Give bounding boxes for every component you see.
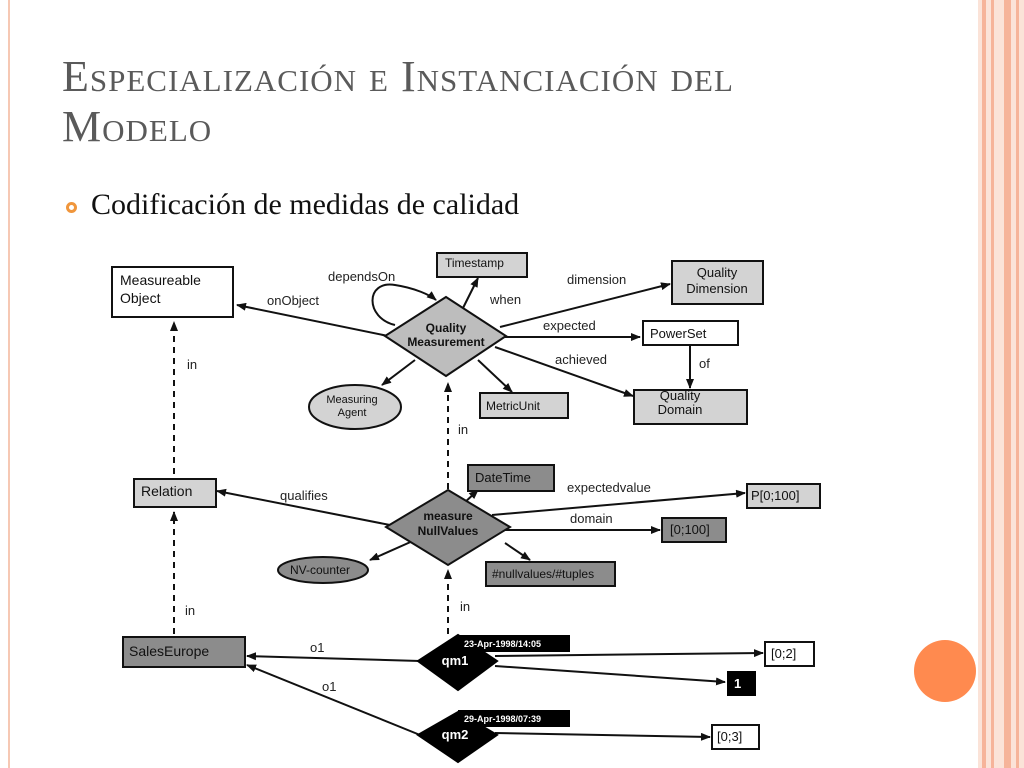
node-metric-unit-label: MetricUnit xyxy=(486,399,541,413)
node-measuring-agent-line2: Agent xyxy=(338,407,367,419)
node-powerset-label: PowerSet xyxy=(650,326,707,341)
node-relation-label: Relation xyxy=(141,483,192,499)
node-quality-measurement-line1: Quality xyxy=(426,321,467,335)
node-datetime: DateTime xyxy=(467,464,555,492)
bullet-item: Codificación de medidas de calidad xyxy=(66,188,519,222)
edge-nullvalues-tuples xyxy=(504,542,531,561)
edge-on-object xyxy=(236,302,389,337)
node-nv-counter: NV-counter xyxy=(277,556,369,584)
slide-title: Especialización e Instanciación del Mode… xyxy=(62,52,962,152)
node-qm2-label: qm2 xyxy=(442,727,469,742)
node-sales-europe-label: SalesEurope xyxy=(129,643,209,659)
edge-expectedvalue xyxy=(491,489,746,516)
node-quality-measurement-line2: Measurement xyxy=(407,335,484,349)
edge-depends-on xyxy=(371,283,437,326)
edge-metric-unit xyxy=(477,359,513,393)
node-measure-nullvalues-line1: measure xyxy=(423,509,473,523)
edge-qualifies xyxy=(216,488,391,526)
decor-left-line xyxy=(8,0,10,768)
label-dimension: dimension xyxy=(567,272,626,287)
edge-o1-top xyxy=(246,652,421,662)
node-qm1-timestamp-label: 23-Apr-1998/14:05 xyxy=(464,639,541,649)
node-p0100: P[0;100] xyxy=(746,483,821,509)
label-in-center-top: in xyxy=(458,422,468,437)
edge-nv-counter xyxy=(369,539,416,561)
node-range-0-100-label: [0;100] xyxy=(670,522,710,537)
decor-stripe-5 xyxy=(1016,0,1019,768)
edge-o1-bottom xyxy=(246,664,426,738)
slide-title-line2: Modelo xyxy=(62,102,213,151)
node-value-1: 1 xyxy=(727,671,756,696)
edge-when xyxy=(461,277,479,311)
node-range-0-2: [0;2] xyxy=(764,641,815,667)
label-of: of xyxy=(699,356,710,371)
edge-qm2-range xyxy=(494,732,711,741)
node-quality-domain-line1: Quality xyxy=(660,388,701,403)
label-qualifies: qualifies xyxy=(280,488,328,503)
edge-qm1-range xyxy=(494,649,764,658)
bullet-circle-icon xyxy=(66,201,77,213)
node-powerset: PowerSet xyxy=(642,320,739,346)
node-nullvalues-tuples-label: #nullvalues/#tuples xyxy=(492,567,594,581)
label-in-left-bottom: in xyxy=(185,603,195,618)
label-when: when xyxy=(489,292,521,307)
label-o1-top: o1 xyxy=(310,640,324,655)
node-quality-dimension-line1: Quality xyxy=(697,265,738,280)
node-metric-unit: MetricUnit xyxy=(479,392,569,419)
label-in-center-bottom: in xyxy=(460,599,470,614)
edge-qm1-value xyxy=(494,665,726,686)
label-depends-on: dependsOn xyxy=(328,269,395,284)
decor-stripe-4 xyxy=(1004,0,1011,768)
edge-dimension xyxy=(499,282,671,328)
node-measure-nullvalues: measure NullValues xyxy=(384,488,512,567)
node-qm2-timestamp-label: 29-Apr-1998/07:39 xyxy=(464,714,541,724)
node-timestamp-label: Timestamp xyxy=(445,256,504,270)
node-measureable-object-line1: Measureable xyxy=(120,272,201,288)
node-timestamp: Timestamp xyxy=(436,252,528,278)
bullet-text: Codificación de medidas de calidad xyxy=(91,188,520,221)
decor-stripe-2 xyxy=(982,0,986,768)
node-measuring-agent-line1: Measuring xyxy=(326,394,377,406)
label-in-left-top: in xyxy=(187,357,197,372)
node-quality-domain-line2: Domain xyxy=(658,402,703,417)
edge-measuring-agent xyxy=(381,359,416,386)
edge-achieved xyxy=(494,346,634,397)
node-measuring-agent: Measuring Agent xyxy=(308,384,402,430)
label-o1-bottom: o1 xyxy=(322,679,336,694)
node-range-0-100: [0;100] xyxy=(661,517,727,543)
node-qm1-label: qm1 xyxy=(442,653,469,668)
node-value-1-label: 1 xyxy=(734,676,741,691)
node-datetime-label: DateTime xyxy=(475,470,531,485)
slide-title-line1: Especialización e Instanciación del xyxy=(62,52,734,101)
node-p0100-label: P[0;100] xyxy=(751,488,799,503)
node-quality-domain: Quality Domain xyxy=(633,388,748,425)
node-qm1-timestamp: 23-Apr-1998/14:05 xyxy=(458,635,570,652)
node-quality-dimension: Quality Dimension xyxy=(671,260,764,305)
node-measureable-object: Measureable Object xyxy=(111,266,234,318)
node-qm2-timestamp: 29-Apr-1998/07:39 xyxy=(458,710,570,727)
node-relation: Relation xyxy=(133,478,217,508)
node-measure-nullvalues-line2: NullValues xyxy=(418,524,479,538)
node-range-0-2-label: [0;2] xyxy=(771,646,796,661)
node-sales-europe: SalesEurope xyxy=(122,636,246,668)
node-nullvalues-tuples: #nullvalues/#tuples xyxy=(485,561,616,587)
node-quality-measurement: Quality Measurement xyxy=(383,295,508,378)
decor-orange-circle xyxy=(914,640,976,702)
label-expectedvalue: expectedvalue xyxy=(567,480,651,495)
decor-stripe-3 xyxy=(991,0,994,768)
label-on-object: onObject xyxy=(267,293,319,308)
label-achieved: achieved xyxy=(555,352,607,367)
node-nv-counter-label: NV-counter xyxy=(290,563,350,577)
label-expected: expected xyxy=(543,318,596,333)
node-range-0-3-label: [0;3] xyxy=(717,729,742,744)
node-measureable-object-line2: Object xyxy=(120,290,161,306)
node-range-0-3: [0;3] xyxy=(711,724,760,750)
label-domain: domain xyxy=(570,511,613,526)
node-quality-dimension-line2: Dimension xyxy=(686,281,747,296)
